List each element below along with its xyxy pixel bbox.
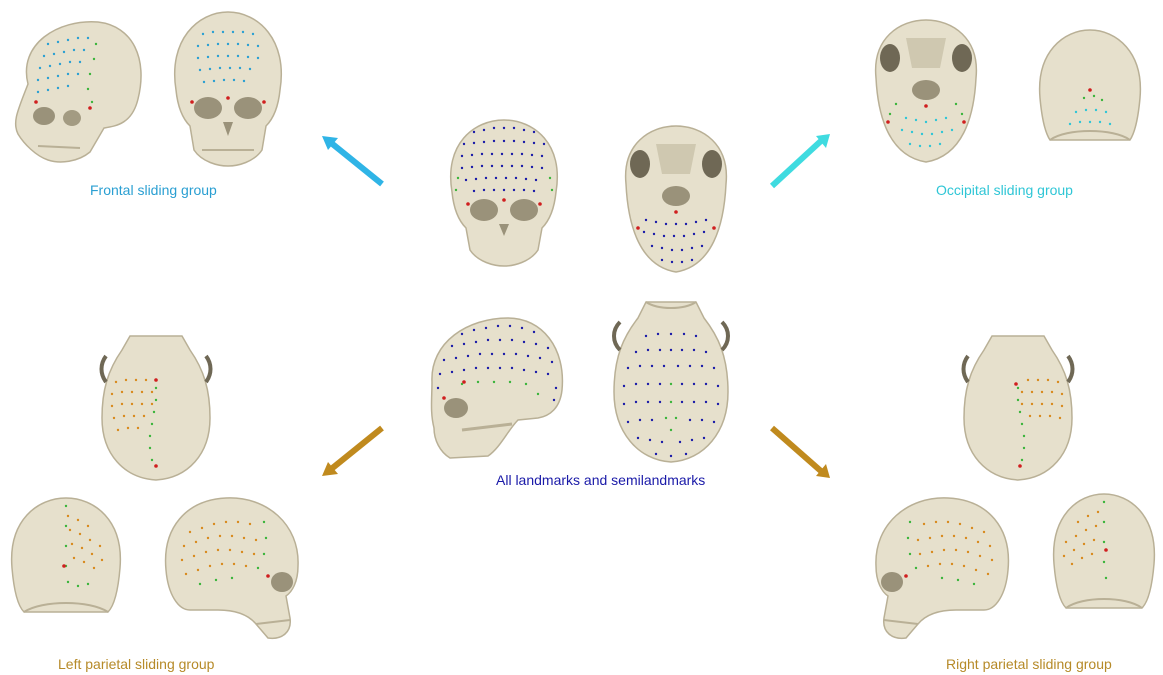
- occipital-group-label: Occipital sliding group: [936, 182, 1073, 198]
- all-landmarks-label: All landmarks and semilandmarks: [496, 472, 705, 488]
- arrow-down-left-icon: [318, 424, 386, 480]
- right-parietal-skull-top: [958, 330, 1078, 482]
- left-parietal-skull-back: [8, 496, 124, 618]
- frontal-group-label: Frontal sliding group: [90, 182, 217, 198]
- right-parietal-group-label: Right parietal sliding group: [946, 656, 1112, 672]
- left-parietal-skull-top: [96, 330, 216, 482]
- right-parietal-skull-lateral: [868, 492, 1014, 642]
- arrow-up-left-icon: [318, 132, 388, 190]
- all-skull-front: [444, 118, 564, 268]
- all-skull-top: [606, 296, 736, 466]
- left-parietal-group-label: Left parietal sliding group: [58, 656, 214, 672]
- left-parietal-skull-lateral: [160, 492, 306, 642]
- occipital-skull-base: [866, 18, 986, 164]
- right-parietal-skull-back: [1050, 492, 1158, 614]
- frontal-skull-front: [168, 10, 288, 168]
- all-skull-base: [616, 124, 736, 274]
- arrow-down-right-icon: [768, 424, 834, 482]
- all-skull-lateral: [422, 312, 568, 462]
- arrow-up-right-icon: [768, 130, 834, 190]
- occipital-skull-back: [1036, 28, 1144, 146]
- frontal-skull-oblique: [8, 14, 148, 164]
